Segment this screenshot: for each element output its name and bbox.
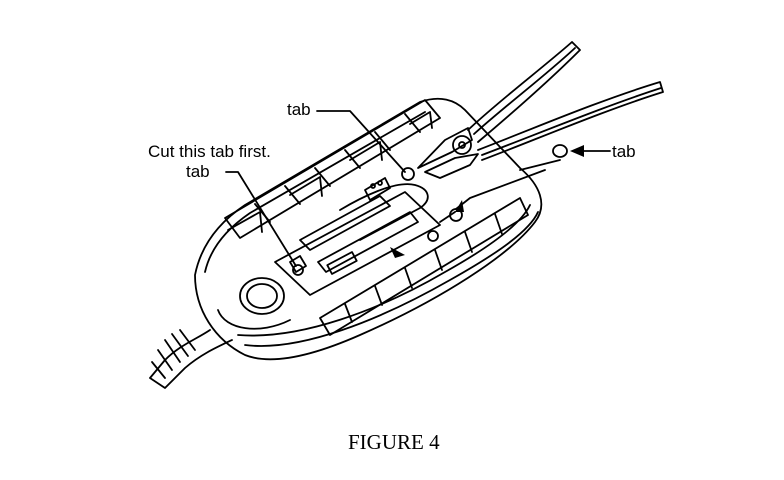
pliers-jaw-upper	[417, 127, 473, 169]
bottom-wall	[319, 197, 529, 336]
housing-rim-line	[204, 111, 426, 273]
callout-cut-this-tab-first: Cut this tab first.	[148, 142, 271, 161]
figure-caption: FIGURE 4	[348, 430, 440, 454]
callout-tab-right: tab	[612, 142, 636, 161]
leader-tab-left	[225, 171, 297, 267]
inner-plate	[274, 191, 441, 296]
spring-wire	[339, 183, 429, 241]
grommet-ring	[239, 277, 285, 315]
arrowhead-right-tab	[570, 145, 584, 157]
connector-block	[326, 251, 358, 275]
arrowhead-middle	[455, 200, 464, 212]
pliers-jaw-lower	[424, 153, 479, 179]
housing-lower-rim-2	[237, 204, 531, 337]
tab-post-left	[292, 264, 304, 276]
arrowhead-spring	[390, 247, 405, 258]
callout-tab-left: tab	[186, 162, 210, 181]
pliers-pivot	[452, 135, 472, 155]
tab-post-upper	[401, 167, 415, 181]
leader-middle	[439, 211, 456, 223]
housing-lower-rim	[244, 211, 539, 347]
callout-tab-top: tab	[287, 100, 311, 119]
tab-loose	[552, 144, 568, 158]
pliers-handle-lower	[477, 81, 664, 161]
top-wall	[224, 99, 441, 239]
leader-tab-top	[316, 110, 406, 173]
power-cord	[149, 329, 233, 389]
pliers-handle-upper	[467, 41, 581, 143]
